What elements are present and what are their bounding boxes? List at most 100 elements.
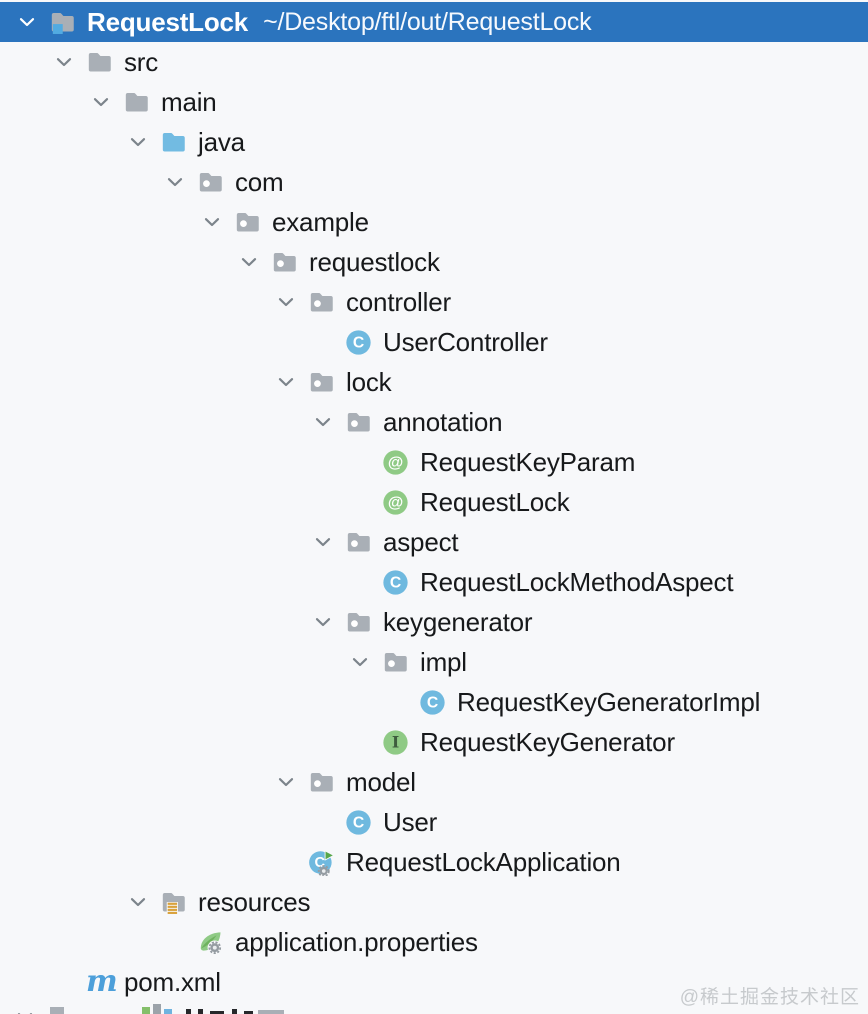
- project-folder-icon: [49, 9, 80, 36]
- annotation-icon: @: [382, 449, 413, 476]
- tree-item-requestlockmethodaspect[interactable]: C RequestLockMethodAspect: [0, 562, 868, 602]
- tree-item-usercontroller[interactable]: C UserController: [0, 322, 868, 362]
- class-icon: C: [382, 569, 413, 596]
- tree-item-com[interactable]: com: [0, 162, 868, 202]
- svg-text:C: C: [353, 334, 364, 351]
- clipped-next-row[interactable]: [0, 1003, 868, 1014]
- tree-item-label: RequestLockApplication: [346, 846, 621, 877]
- tree-item-requestkeygeneratorimpl[interactable]: C RequestKeyGeneratorImpl: [0, 682, 868, 722]
- package-icon: [308, 289, 339, 316]
- tree-item-requestlock[interactable]: @ RequestLock: [0, 482, 868, 522]
- tree-item-controller[interactable]: controller: [0, 282, 868, 322]
- tree-item-label: RequestKeyGeneratorImpl: [457, 686, 761, 717]
- tree-item-example[interactable]: example: [0, 202, 868, 242]
- chevron-down-icon[interactable]: [160, 170, 187, 194]
- svg-text:@: @: [388, 454, 403, 471]
- svg-text:C: C: [315, 855, 326, 871]
- package-icon: [234, 209, 265, 236]
- svg-text:C: C: [390, 574, 401, 591]
- package-icon: [345, 609, 376, 636]
- text-fragment: [244, 1011, 253, 1014]
- chevron-down-icon[interactable]: [197, 210, 224, 234]
- tree-item-keygenerator[interactable]: keygenerator: [0, 602, 868, 642]
- tree-item-model[interactable]: model: [0, 762, 868, 802]
- icon-fragment: [258, 1010, 284, 1014]
- tree-item-java[interactable]: java: [0, 122, 868, 162]
- chevron-down-icon[interactable]: [308, 530, 335, 554]
- tree-item-label: com: [235, 166, 284, 197]
- tree-item-label: RequestKeyParam: [420, 446, 636, 477]
- library-icon-bar-gray: [153, 1004, 161, 1014]
- tree-item-label: model: [346, 766, 416, 797]
- package-icon: [308, 769, 339, 796]
- tree-item-annotation[interactable]: annotation: [0, 402, 868, 442]
- chevron-down-icon[interactable]: [345, 650, 372, 674]
- tree-item-label: User: [383, 806, 438, 837]
- tree-item-label: aspect: [383, 526, 459, 557]
- tree-item-label: lock: [346, 366, 392, 397]
- tree-item-requestkeygenerator[interactable]: I RequestKeyGenerator: [0, 722, 868, 762]
- chevron-down-icon[interactable]: [234, 250, 261, 274]
- chevron-down-icon[interactable]: [12, 10, 39, 34]
- folder-resources-icon: [160, 889, 191, 916]
- spring-config-icon: [197, 929, 228, 956]
- project-root-row[interactable]: RequestLock ~/Desktop/ftl/out/RequestLoc…: [0, 2, 868, 42]
- tree-item-label: UserController: [383, 326, 548, 357]
- tree-item-label: keygenerator: [383, 606, 533, 637]
- project-path: ~/Desktop/ftl/out/RequestLock: [263, 7, 592, 36]
- folder-java-icon: [160, 129, 191, 156]
- tree-item-pom-xml[interactable]: m pom.xml: [0, 962, 868, 1002]
- tree-item-application-properties[interactable]: application.properties: [0, 922, 868, 962]
- project-name: RequestLock: [87, 6, 249, 37]
- tree-item-label: impl: [420, 646, 467, 677]
- chevron-down-icon[interactable]: [271, 290, 298, 314]
- class-icon: C: [345, 809, 376, 836]
- tree-item-impl[interactable]: impl: [0, 642, 868, 682]
- library-icon-bar-blue: [164, 1009, 172, 1014]
- chevron-down-icon[interactable]: [123, 890, 150, 914]
- tree-item-label: RequestKeyGenerator: [420, 726, 675, 757]
- chevron-down-icon[interactable]: [308, 610, 335, 634]
- tree-item-label: requestlock: [309, 246, 440, 277]
- chevron-down-icon[interactable]: [49, 50, 76, 74]
- chevron-down-icon[interactable]: [123, 130, 150, 154]
- library-icon-bar-green: [142, 1007, 150, 1014]
- package-icon: [345, 529, 376, 556]
- svg-text:I: I: [392, 732, 399, 751]
- tree-item-label: application.properties: [235, 926, 478, 957]
- annotation-icon: @: [382, 489, 413, 516]
- tree-item-main[interactable]: main: [0, 82, 868, 122]
- chevron-down-icon[interactable]: [86, 90, 113, 114]
- package-icon: [345, 409, 376, 436]
- chevron-down-icon[interactable]: [271, 770, 298, 794]
- chevron-down-icon[interactable]: [308, 410, 335, 434]
- tree-item-requestlockapplication[interactable]: C RequestLockApplication: [0, 842, 868, 882]
- svg-text:C: C: [427, 694, 438, 711]
- tree-item-src[interactable]: src: [0, 42, 868, 82]
- tree-item-requestkeyparam[interactable]: @ RequestKeyParam: [0, 442, 868, 482]
- tree-item-label: src: [124, 46, 159, 77]
- tree-item-user[interactable]: C User: [0, 802, 868, 842]
- class-springboot-run-icon: C: [308, 849, 339, 876]
- chevron-fragment: [13, 1005, 37, 1014]
- tree-item-label: example: [272, 206, 369, 237]
- tree-item-label: controller: [346, 286, 451, 317]
- tree-item-lock[interactable]: lock: [0, 362, 868, 402]
- chevron-down-icon[interactable]: [271, 370, 298, 394]
- class-icon: C: [419, 689, 450, 716]
- tree-item-label: pom.xml: [124, 966, 221, 997]
- tree-item-requestlock[interactable]: requestlock: [0, 242, 868, 282]
- tree-item-label: annotation: [383, 406, 503, 437]
- package-icon: [271, 249, 302, 276]
- icon-fragment: [50, 1007, 64, 1014]
- package-icon: [308, 369, 339, 396]
- tree-item-aspect[interactable]: aspect: [0, 522, 868, 562]
- tree-item-resources[interactable]: resources: [0, 882, 868, 922]
- package-icon: [382, 649, 413, 676]
- interface-icon: I: [382, 729, 413, 756]
- text-fragment: [232, 1009, 237, 1014]
- tree-item-label: main: [161, 86, 217, 117]
- svg-text:@: @: [388, 494, 403, 511]
- tree-item-label: resources: [198, 886, 311, 917]
